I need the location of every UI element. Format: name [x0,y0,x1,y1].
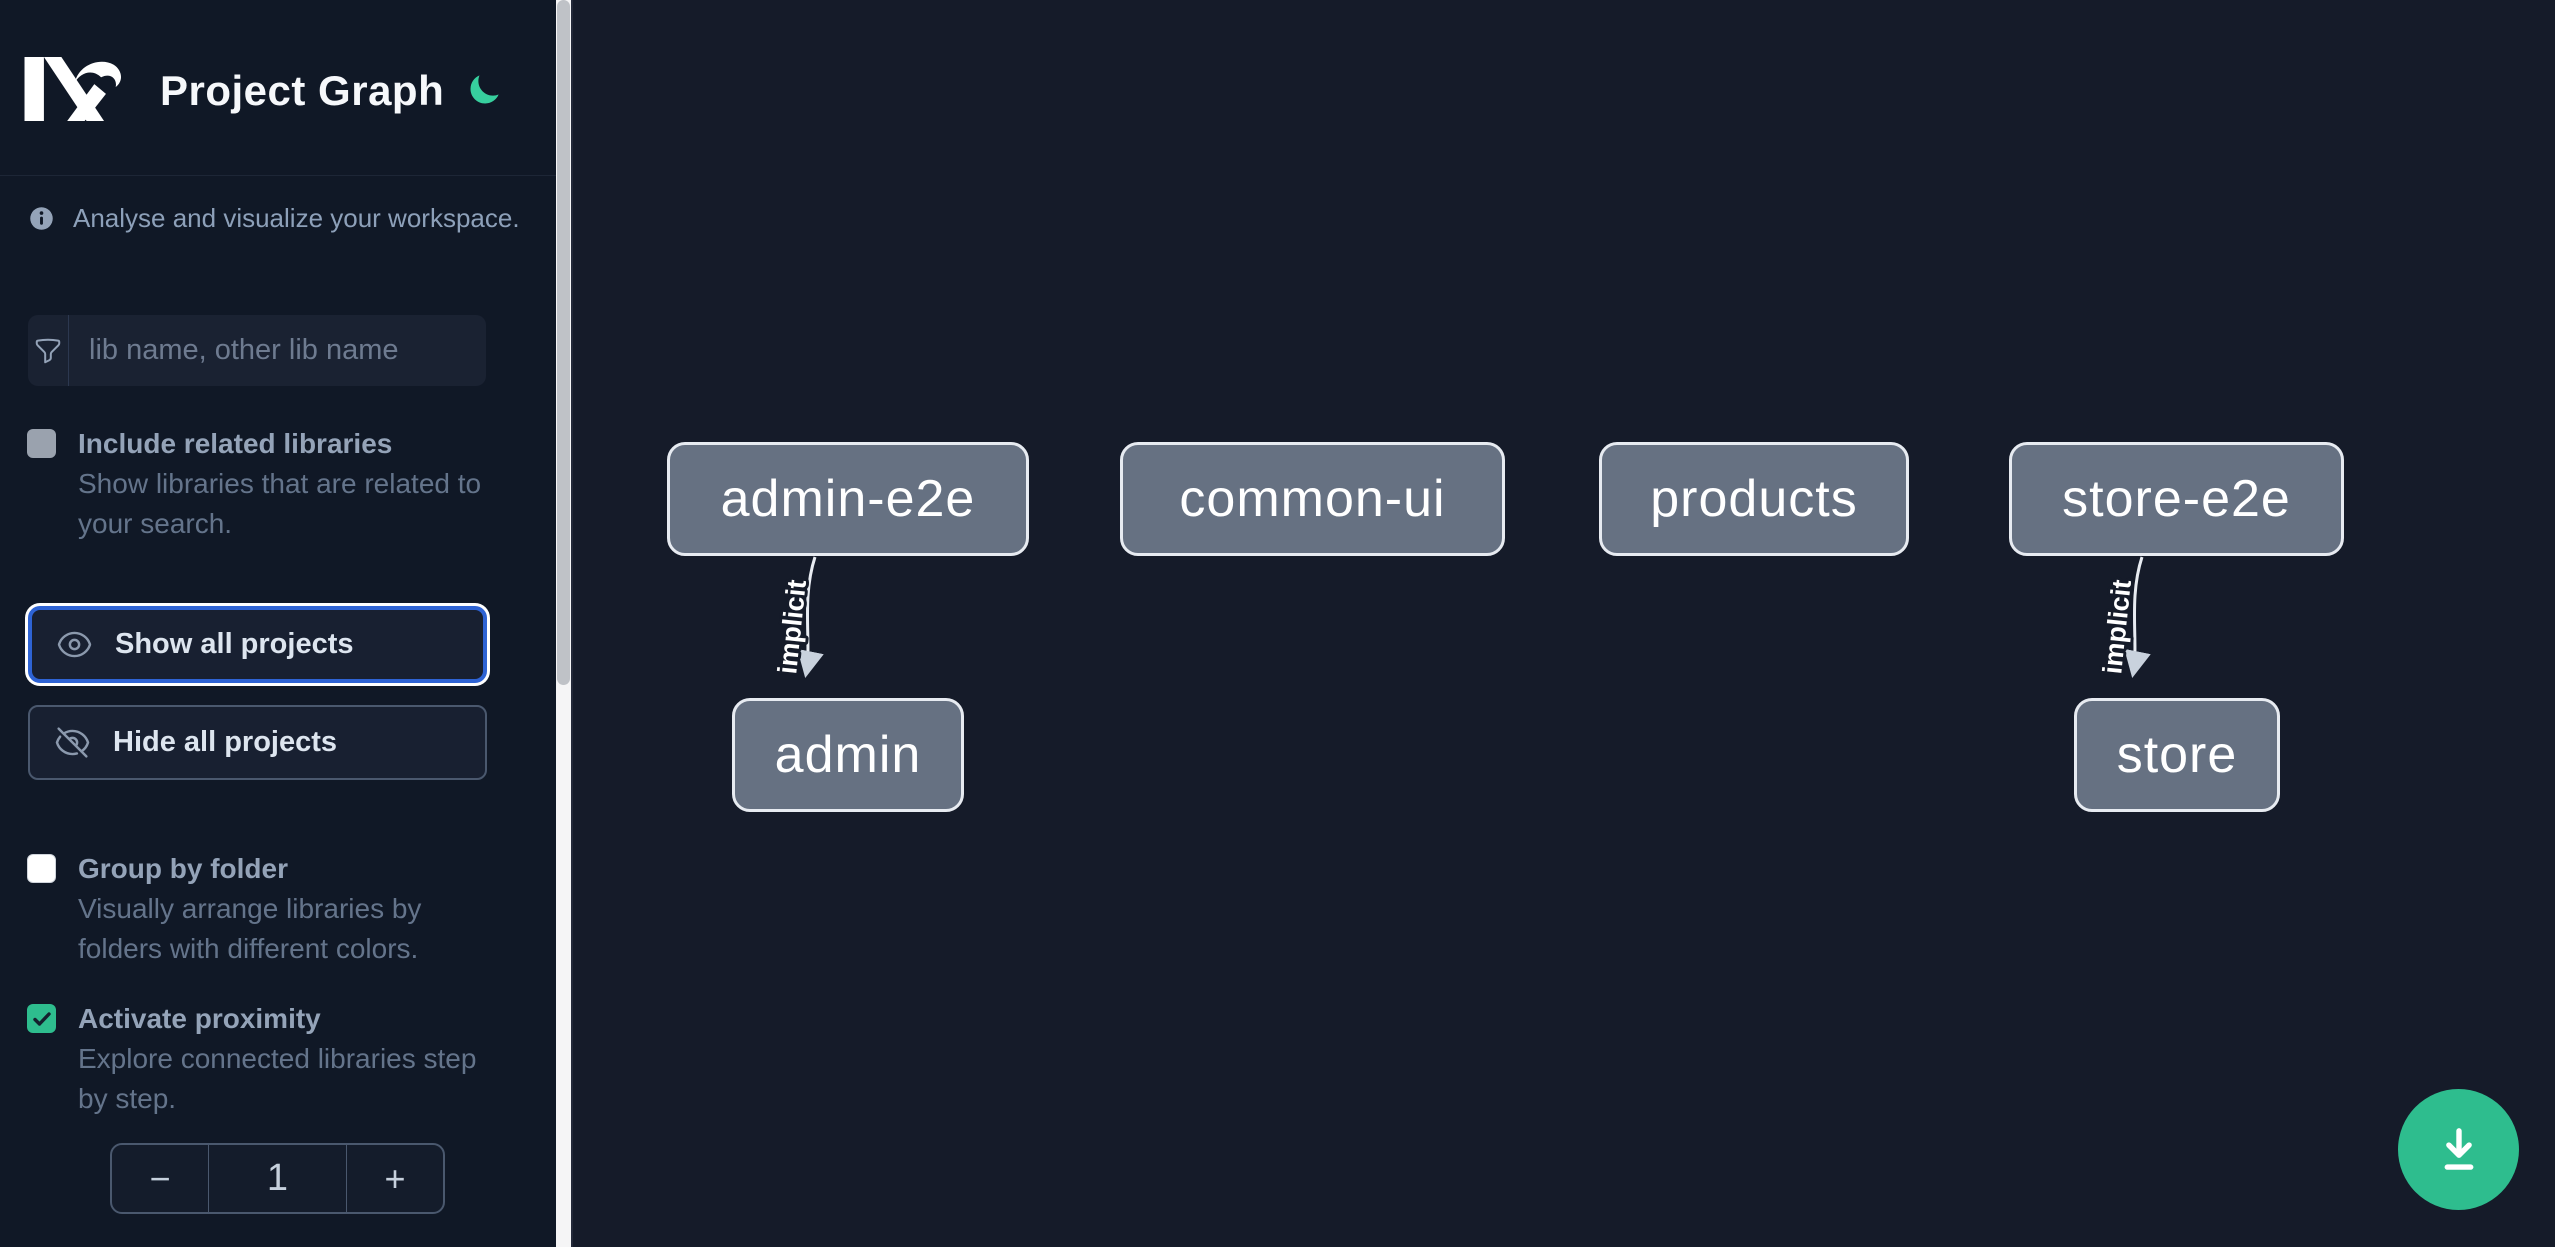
graph-node-admin-e2e[interactable]: admin-e2e [667,442,1029,556]
check-icon [32,1011,51,1026]
funnel-icon-cell [28,315,69,386]
nx-logo-icon [24,57,122,121]
funnel-icon [35,338,61,363]
graph-node-store[interactable]: store [2074,698,2280,812]
node-label: common-ui [1179,470,1446,528]
group-by-folder-checkbox[interactable] [27,854,56,883]
graph-node-admin[interactable]: admin [732,698,964,812]
option-description: Explore connected libraries step by step… [78,1043,477,1114]
download-icon [2444,1127,2473,1170]
filter-input[interactable] [69,315,486,386]
option-label[interactable]: Include related libraries [78,428,393,459]
node-label: products [1650,470,1858,528]
theme-toggle-button[interactable] [464,71,504,111]
graph-canvas[interactable]: implicit implicit admin-e2e common-ui pr… [571,0,2555,1247]
show-all-projects-button[interactable]: Show all projects [28,606,487,683]
node-label: store [2116,726,2238,784]
option-description: Visually arrange libraries by folders wi… [78,893,422,964]
sidebar-scrollbar-thumb[interactable] [557,0,570,685]
info-icon [30,207,53,230]
page-title: Project Graph [160,67,445,114]
option-label[interactable]: Activate proximity [78,1003,321,1034]
edge-store-e2e-to-store[interactable]: implicit [2094,556,2151,678]
sidebar: Project Graph Analyse and visualize your… [0,0,571,1247]
filter-input-group [28,315,486,386]
include-related-libraries-checkbox[interactable] [27,429,56,458]
download-image-button[interactable] [2398,1089,2519,1210]
node-label: admin [774,726,922,784]
eye-off-icon [55,727,90,758]
proximity-increment-button[interactable]: + [346,1145,443,1212]
edge-label: implicit [2097,578,2137,675]
option-activate-proximity: Activate proximity Explore connected lib… [27,999,527,1119]
eye-icon [57,631,92,658]
proximity-value[interactable]: 1 [266,1157,289,1199]
graph-edges-layer: implicit implicit [769,556,2151,678]
edge-admin-e2e-to-admin[interactable]: implicit [769,556,824,678]
option-description: Show libraries that are related to your … [78,468,482,539]
option-include-related-libraries: Include related libraries Show libraries… [27,424,527,544]
sidebar-scrollbar-track [556,0,571,1247]
activate-proximity-checkbox[interactable] [27,1004,56,1033]
workspace-tagline: Analyse and visualize your workspace. [73,203,520,233]
option-group-by-folder: Group by folder Visually arrange librari… [27,849,527,969]
graph-node-products[interactable]: products [1599,442,1909,556]
proximity-stepper: − 1 + [110,1143,445,1214]
option-label[interactable]: Group by folder [78,853,288,884]
moon-icon [470,74,499,103]
node-label: admin-e2e [720,470,976,528]
show-all-projects-label: Show all projects [115,628,354,660]
graph-node-store-e2e[interactable]: store-e2e [2009,442,2344,556]
proximity-decrement-button[interactable]: − [112,1145,209,1212]
graph-node-common-ui[interactable]: common-ui [1120,442,1505,556]
hide-all-projects-label: Hide all projects [113,726,338,758]
sidebar-header: Project Graph [0,0,556,176]
hide-all-projects-button[interactable]: Hide all projects [28,705,487,780]
node-label: store-e2e [2062,470,2291,528]
workspace-tagline-row: Analyse and visualize your workspace. [28,203,520,234]
